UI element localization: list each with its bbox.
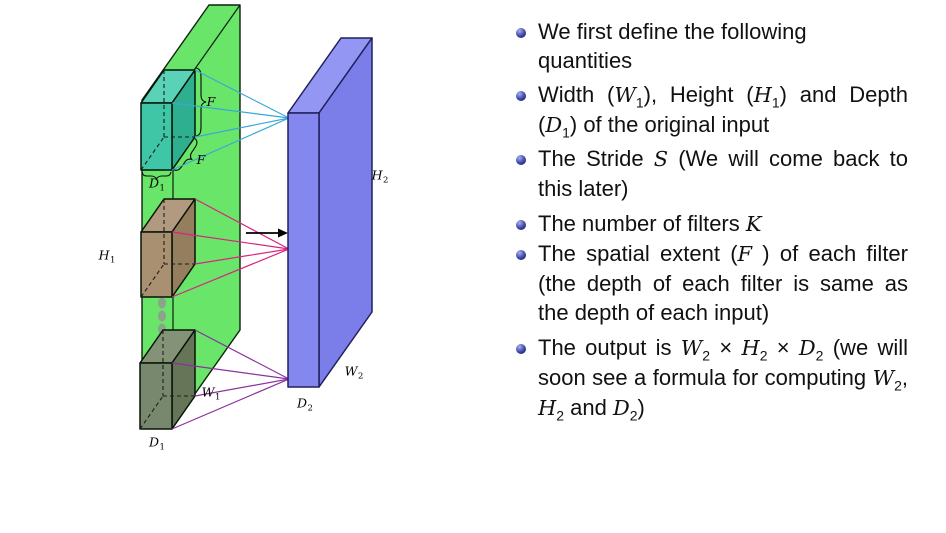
cube-front-face xyxy=(139,362,173,430)
label-h2: H2 xyxy=(371,167,389,186)
bullet-sphere-icon xyxy=(516,28,526,38)
bullet-text: The number of filters K xyxy=(538,211,762,236)
receptive-field-cube-bottom xyxy=(139,329,196,430)
connections-middle xyxy=(171,198,290,298)
bullet-text: Width (W1), Height (H1) and Depth (D1) o… xyxy=(538,82,908,141)
ellipsis-dots xyxy=(158,297,166,335)
brace-f-width xyxy=(173,138,198,171)
bullet-item: Width (W1), Height (H1) and Depth (D1) o… xyxy=(516,80,908,140)
stride-arrow xyxy=(246,228,288,238)
output-front-face xyxy=(287,112,320,388)
label-d1-bottom: D1 xyxy=(149,434,165,453)
receptive-field-cube-top xyxy=(140,69,196,171)
bullet-text: The spatial extent (F ) of each filter (… xyxy=(538,241,908,325)
label-w2: W2 xyxy=(344,363,364,382)
bullet-item: The spatial extent (F ) of each filter (… xyxy=(516,239,908,327)
bullet-sphere-icon xyxy=(516,344,526,354)
brace-d1 xyxy=(141,171,172,181)
bullet-item: The Stride S (We will come back to this … xyxy=(516,144,908,203)
brace-f-height xyxy=(195,67,207,137)
label-f-width: F xyxy=(196,151,206,167)
cube-hidden-edges xyxy=(139,330,195,430)
diagram-canvas xyxy=(139,4,373,430)
label-d1-top: D1 xyxy=(149,175,165,194)
label-w1: W1 xyxy=(201,384,221,403)
braces xyxy=(141,67,207,181)
bullet-item: The number of filters K xyxy=(516,209,908,239)
label-f-height: F xyxy=(206,93,216,109)
bullet-sphere-icon xyxy=(516,91,526,101)
convolution-diagram: H1 F F D1 W1 D1 H2 W2 D2 xyxy=(0,0,470,533)
connections-top xyxy=(171,69,290,171)
bullet-sphere-icon xyxy=(516,155,526,165)
label-h1: H1 xyxy=(98,247,116,266)
bullet-text: The Stride S (We will come back to this … xyxy=(538,146,909,201)
dot xyxy=(158,310,166,322)
bullet-item: The output is W2 × H2 × D2 (we will soon… xyxy=(516,333,908,423)
bullet-sphere-icon xyxy=(516,220,526,230)
cube-hidden-edges xyxy=(140,199,195,298)
cube-hidden-edges xyxy=(140,70,195,171)
connections-bottom xyxy=(171,329,290,430)
output-volume xyxy=(287,37,373,388)
label-d2: D2 xyxy=(297,395,313,414)
bullet-text: The output is W2 × H2 × D2 (we will soon… xyxy=(538,335,909,424)
dot xyxy=(158,297,166,309)
bullet-sphere-icon xyxy=(516,250,526,260)
